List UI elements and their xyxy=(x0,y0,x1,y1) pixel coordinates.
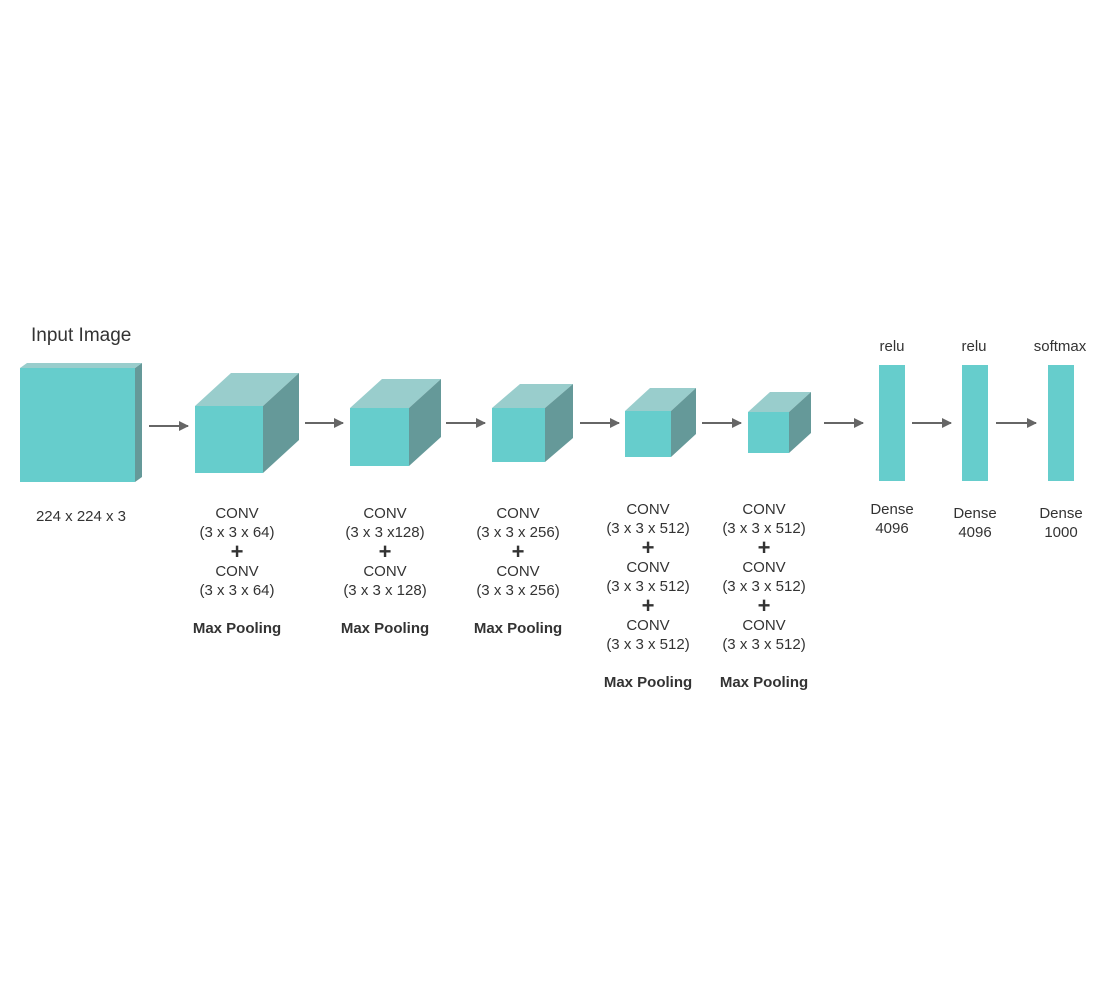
dense-2-units: 4096 xyxy=(958,524,992,541)
conv-block-3-line-3: CONV xyxy=(496,563,540,580)
input-image-title: Input Image xyxy=(31,325,132,346)
conv-block-4-line-3: CONV xyxy=(626,559,670,576)
conv-block-4-line-6: (3 x 3 x 512) xyxy=(606,636,690,653)
conv-block-1-line-1: CONV xyxy=(215,505,259,522)
dense-1-activation: relu xyxy=(879,338,905,355)
conv-block-5-line-4: (3 x 3 x 512) xyxy=(722,578,806,595)
conv-block-4-line-2: (3 x 3 x 512) xyxy=(606,520,690,537)
conv-block-5-line-3: CONV xyxy=(742,559,786,576)
conv-block-3-plus-1: + xyxy=(511,539,525,564)
feature-cube-4-front xyxy=(625,411,671,457)
conv-block-2-line-3: CONV xyxy=(363,563,407,580)
conv-block-1-label: CONV (3 x 3 x 64) + CONV (3 x 3 x 64) Ma… xyxy=(187,504,287,638)
conv-block-1-pool: Max Pooling xyxy=(192,620,282,637)
conv-block-5-line-5: CONV xyxy=(742,617,786,634)
dense-1-label: Dense 4096 xyxy=(852,500,932,538)
conv-block-5-line-2: (3 x 3 x 512) xyxy=(722,520,806,537)
feature-cube-1-top xyxy=(195,373,299,406)
conv-block-4-pool: Max Pooling xyxy=(603,674,693,691)
feature-cube-5-side xyxy=(789,392,811,453)
feature-cube-1-front xyxy=(195,406,263,473)
dense-1-name: Dense xyxy=(870,501,914,518)
input-image-side xyxy=(135,363,142,482)
conv-block-1-line-4: (3 x 3 x 64) xyxy=(199,582,275,599)
dense-2-name: Dense xyxy=(953,505,997,522)
conv-block-3-line-1: CONV xyxy=(496,505,540,522)
feature-cube-5-front xyxy=(748,412,789,453)
feature-cube-3-front xyxy=(492,408,545,462)
conv-block-3-pool: Max Pooling xyxy=(473,620,563,637)
dense-3-label: Dense 1000 xyxy=(1021,504,1100,542)
conv-block-1-line-3: CONV xyxy=(215,563,259,580)
conv-block-3-line-2: (3 x 3 x 256) xyxy=(476,524,560,541)
conv-block-4-line-5: CONV xyxy=(626,617,670,634)
conv-block-2-plus-1: + xyxy=(378,539,392,564)
dense-2-bar xyxy=(962,365,988,481)
feature-cube-4-top xyxy=(625,388,696,411)
conv-block-2-label: CONV (3 x 3 x128) + CONV (3 x 3 x 128) M… xyxy=(335,504,435,638)
feature-cube-2-top xyxy=(350,379,441,408)
conv-block-2-line-2: (3 x 3 x128) xyxy=(345,524,425,541)
conv-block-4-label: CONV (3 x 3 x 512) + CONV (3 x 3 x 512) … xyxy=(598,500,698,692)
feature-cube-5-top xyxy=(748,392,811,412)
conv-block-2-pool: Max Pooling xyxy=(340,620,430,637)
conv-block-1-plus-1: + xyxy=(230,539,244,564)
conv-block-5-label: CONV (3 x 3 x 512) + CONV (3 x 3 x 512) … xyxy=(714,500,814,692)
conv-block-4-line-1: CONV xyxy=(626,501,670,518)
dense-3-bar xyxy=(1048,365,1074,481)
conv-block-4-plus-2: + xyxy=(641,593,655,618)
conv-block-5-line-6: (3 x 3 x 512) xyxy=(722,636,806,653)
conv-block-3-line-4: (3 x 3 x 256) xyxy=(476,582,560,599)
conv-block-2-line-1: CONV xyxy=(363,505,407,522)
input-image-top xyxy=(20,363,142,368)
dense-1-bar xyxy=(879,365,905,481)
conv-block-4-plus-1: + xyxy=(641,535,655,560)
feature-cube-3-side xyxy=(545,384,573,462)
dense-1-units: 4096 xyxy=(875,520,909,537)
dense-2-activation: relu xyxy=(961,338,987,355)
conv-block-4-line-4: (3 x 3 x 512) xyxy=(606,578,690,595)
input-dimension-label: 224 x 224 x 3 xyxy=(35,508,127,525)
conv-block-1-line-2: (3 x 3 x 64) xyxy=(199,524,275,541)
dense-3-activation: softmax xyxy=(1033,338,1087,355)
conv-block-5-line-1: CONV xyxy=(742,501,786,518)
conv-block-5-plus-1: + xyxy=(757,535,771,560)
feature-cube-4-side xyxy=(671,388,696,457)
dense-3-name: Dense xyxy=(1039,505,1083,522)
conv-block-5-pool: Max Pooling xyxy=(719,674,809,691)
feature-cube-2-front xyxy=(350,408,409,466)
dense-3-units: 1000 xyxy=(1044,524,1078,541)
feature-cube-1-side xyxy=(263,373,299,473)
conv-block-3-label: CONV (3 x 3 x 256) + CONV (3 x 3 x 256) … xyxy=(468,504,568,638)
conv-block-2-line-4: (3 x 3 x 128) xyxy=(343,582,427,599)
input-image-front xyxy=(20,368,135,482)
feature-cube-2-side xyxy=(409,379,441,466)
feature-cube-3-top xyxy=(492,384,573,408)
dense-2-label: Dense 4096 xyxy=(935,504,1015,542)
conv-block-5-plus-2: + xyxy=(757,593,771,618)
